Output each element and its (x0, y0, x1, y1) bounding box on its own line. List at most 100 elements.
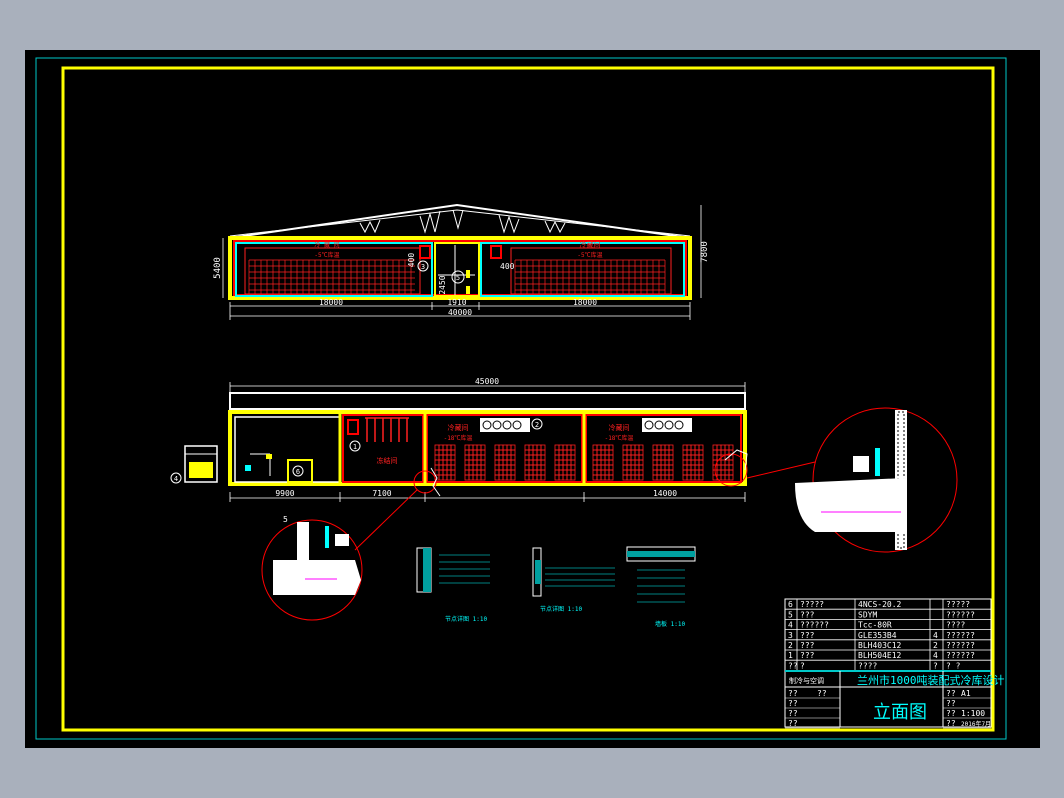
bottom-dimension-lines (229, 492, 746, 502)
equip-cell: 4 (788, 621, 793, 630)
equip-cell: ????? (946, 600, 970, 609)
callout-1: 1 (353, 443, 357, 451)
equip-cell: ?????? (946, 631, 975, 640)
detail-1-caption: 节点详图 1:10 (445, 615, 487, 623)
detail-mark: 5 (283, 515, 288, 524)
equip-cell: ??? (800, 631, 815, 640)
dim-1910: 1910 (447, 298, 466, 307)
dept-label: 制冷与空调 (789, 676, 824, 685)
dim-40000: 40000 (448, 308, 472, 317)
dim-5400: 5400 (213, 257, 223, 279)
cold-room-1-label: 冷藏间 (448, 423, 469, 432)
detail-2: 节点详图 1:10 (532, 547, 615, 613)
equip-cell: Tcc-80R (858, 621, 892, 630)
top-elevation: 3 5 冷 藏 间 -5℃库温 冷藏间 -5℃库温 5400 7800 400 … (213, 203, 710, 320)
top-left-room-label: 冷 藏 间 (314, 241, 339, 249)
freeze-room (342, 414, 424, 483)
drawing-title: 立面图 (873, 702, 927, 723)
dim-18000-right: 18000 (573, 298, 597, 307)
top-room-left (235, 242, 433, 297)
info-row-label: ?? (946, 709, 956, 718)
sign-row-label: ?? (788, 689, 798, 698)
cold-room-1 (426, 414, 583, 483)
detail-2-caption: 节点详图 1:10 (540, 605, 582, 613)
condenser-unit (184, 445, 218, 483)
top-left-room-sub: -5℃库温 (314, 251, 339, 259)
callout-4: 4 (174, 475, 178, 483)
drawing-border (61, 66, 995, 732)
equip-cell: BLH403C12 (858, 641, 902, 650)
equip-cell: ??? (800, 610, 815, 619)
callout-3: 3 (421, 263, 425, 271)
equip-cell: 3 (788, 631, 793, 640)
dim-14000: 14000 (653, 489, 677, 498)
equip-cell: 1 (788, 651, 793, 660)
cold-room-2-sub: -18℃库温 (605, 434, 634, 442)
info-row-value: 2016年7月 (961, 720, 991, 728)
detail-1: 节点详图 1:10 (416, 547, 490, 623)
equip-cell: BLH504E12 (858, 651, 902, 660)
outer-frame (35, 57, 1007, 740)
equip-cell: 5 (788, 610, 793, 619)
cad-drawing: 3 5 冷 藏 间 -5℃库温 冷藏间 -5℃库温 5400 7800 400 … (35, 57, 1007, 740)
dim-9900: 9900 (275, 489, 294, 498)
top-right-room-label: 冷藏间 (580, 240, 601, 249)
equip-cell: ?????? (946, 651, 975, 660)
info-row-label: ?? (946, 719, 956, 728)
equip-cell: ? (800, 661, 805, 670)
equip-cell: ?????? (800, 621, 829, 630)
equip-cell: 2 (788, 641, 793, 650)
detail-circle-right (795, 407, 958, 553)
equip-cell: SDYM (858, 610, 877, 619)
equip-cell: 4 (933, 651, 938, 660)
equip-cell: ???? (946, 621, 965, 630)
info-row-label: ?? (946, 689, 956, 698)
dim-45000: 45000 (475, 377, 499, 386)
sign-row-label: ?? (788, 719, 798, 728)
dim-7100: 7100 (372, 489, 391, 498)
drawing-sheet: 3 5 冷 藏 间 -5℃库温 冷藏间 -5℃库温 5400 7800 400 … (25, 50, 1040, 748)
equip-cell: ?? (788, 661, 798, 670)
equip-cell: 4NCS-20.2 (858, 600, 902, 609)
sign-row-value: ?? (817, 689, 827, 698)
equip-cell: ?????? (946, 641, 975, 650)
dim-2450: 2450 (438, 275, 447, 294)
equip-cell: ? (933, 661, 938, 670)
freeze-racks (365, 417, 409, 442)
info-row-value: 1:100 (961, 709, 985, 718)
top-outer-wall (228, 236, 692, 300)
sign-row-label: ?? (788, 709, 798, 718)
evaporator-1 (480, 418, 530, 432)
equip-cell: 4 (933, 631, 938, 640)
freeze-room-label: 冻结间 (377, 456, 398, 465)
dim-18000-left: 18000 (319, 298, 343, 307)
top-room-right (480, 242, 685, 297)
top-door-left (419, 245, 431, 259)
roof-band (229, 392, 746, 410)
equip-cell: ??? (800, 651, 815, 660)
dim-7800: 7800 (700, 241, 710, 263)
bottom-elevation: 45000 (170, 377, 816, 551)
equip-cell: ???? (858, 661, 877, 670)
evaporator-2 (642, 418, 692, 432)
cold-room-2 (585, 414, 742, 483)
top-right-room-sub: -5℃库温 (577, 251, 602, 259)
equip-cell: ????? (800, 600, 824, 609)
equip-cell: GLE353B4 (858, 631, 897, 640)
callout-6: 6 (296, 468, 300, 476)
top-room-mid (434, 242, 480, 297)
detail-circle-left: 5 (261, 515, 363, 621)
truss-webs (359, 209, 566, 234)
callout-2: 2 (535, 421, 539, 429)
sign-row-label: ?? (788, 699, 798, 708)
equip-cell: 2 (933, 641, 938, 650)
title-block: 6?????4NCS-20.2?????5???SDYM??????4?????… (784, 598, 1005, 729)
callout-5: 5 (456, 274, 460, 282)
info-row-value: A1 (961, 689, 971, 698)
top-dimension-lines (222, 205, 702, 320)
dim-400a: 400 (407, 253, 416, 268)
equip-cell: ?????? (946, 610, 975, 619)
detail-3: 墙板 1:10 (626, 546, 696, 628)
cold-room-2-label: 冷藏间 (609, 423, 630, 432)
project-title: 兰州市1000吨装配式冷库设计 (857, 673, 1005, 687)
